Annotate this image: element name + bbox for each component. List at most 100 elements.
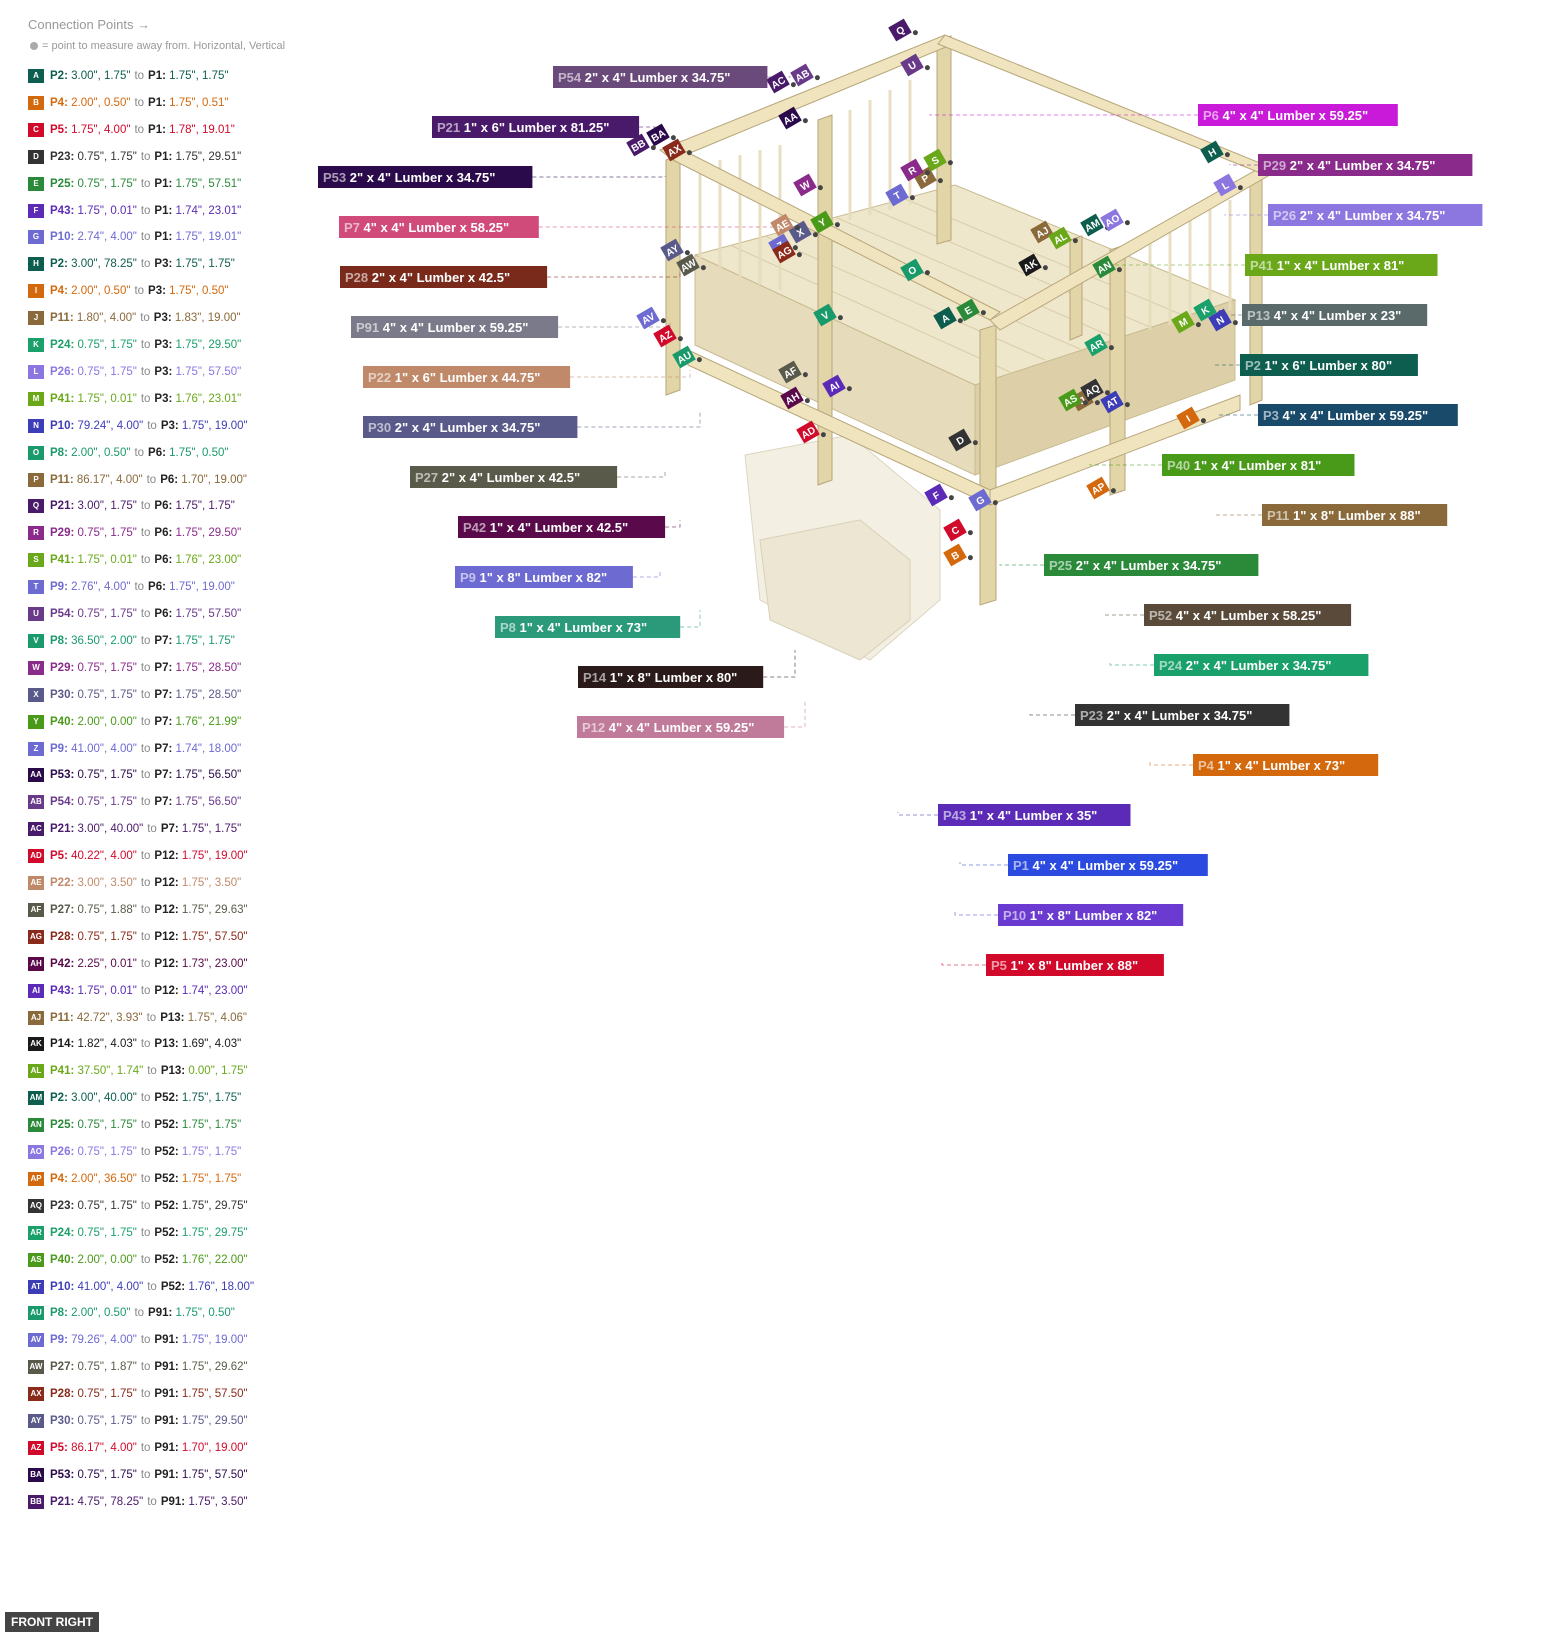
to-part: P6: — [154, 527, 173, 540]
part-label-bg — [318, 166, 533, 188]
part-label-p53: P53 2" x 4" Lumber x 34.75" — [318, 166, 533, 188]
part-label-text: P53 2" x 4" Lumber x 34.75" — [323, 170, 495, 185]
part-id: P2 — [1245, 358, 1265, 373]
from-part: P27: — [50, 903, 75, 916]
connection-badge: AH — [28, 956, 44, 971]
part-label-bg — [495, 616, 681, 638]
part-desc: 2" x 4" Lumber x 34.75" — [395, 420, 541, 435]
diagram-badge-ag: AG — [772, 240, 802, 264]
part-label-text: P42 1" x 4" Lumber x 42.5" — [463, 520, 628, 535]
to-part: P12: — [154, 984, 179, 997]
part-label-p28: P28 2" x 4" Lumber x 42.5" — [340, 266, 548, 288]
measure-point-dot-icon — [804, 398, 810, 404]
to-value: 1.75", 29.62" — [181, 1361, 248, 1374]
part-label-bg — [1154, 654, 1369, 676]
measure-point-dot-icon — [700, 265, 706, 271]
diagram-badge-v: V — [813, 303, 843, 327]
part-label-p30: P30 2" x 4" Lumber x 34.75" — [363, 416, 578, 438]
part-label-text: P43 1" x 4" Lumber x 35" — [943, 808, 1097, 823]
part-label-text: P29 2" x 4" Lumber x 34.75" — [1263, 158, 1435, 173]
diagram-badge-aq: AQ — [1080, 378, 1110, 402]
from-part: P41: — [50, 392, 75, 405]
part-label-p42: P42 1" x 4" Lumber x 42.5" — [458, 516, 666, 538]
measure-point-dot-icon — [30, 42, 38, 51]
part-desc: 1" x 4" Lumber x 42.5" — [490, 520, 628, 535]
to-value: 1.75", 1.75" — [181, 1092, 242, 1105]
part-id: P12 — [582, 720, 609, 735]
diagram-badge-bg — [778, 360, 802, 384]
connection-badge: B — [28, 95, 44, 110]
diagram-badge-code: B — [950, 550, 962, 563]
diagram-badge-o: O — [900, 258, 930, 282]
diagram-badge-bg — [1030, 220, 1054, 244]
from-value: 0.75", 1.75" — [77, 527, 137, 540]
to-part: P12: — [154, 850, 179, 863]
from-value: 36.50", 2.00" — [71, 634, 137, 647]
measure-point-dot-icon — [924, 270, 930, 276]
part-label-text: P52 4" x 4" Lumber x 58.25" — [1149, 608, 1321, 623]
measure-point-dot-icon — [1104, 390, 1110, 396]
from-value: 79.26", 4.00" — [71, 1334, 137, 1347]
connection-badge: T — [28, 580, 44, 595]
part-id: P24 — [1159, 658, 1186, 673]
part-label-bg — [1268, 204, 1483, 226]
diagram-badge-bg — [943, 518, 967, 542]
diagram-badge-az: AZ — [653, 324, 683, 348]
connection-badges: ABCDEFGHIJKLMNOPQRSTUVWXYZAAABACADAEAFAG… — [626, 18, 1243, 567]
from-value: 1.75", 0.01" — [77, 204, 137, 217]
to-word: to — [140, 1092, 151, 1105]
part-label-text: P1 4" x 4" Lumber x 59.25" — [1013, 858, 1178, 873]
to-value: 1.75", 57.50" — [181, 1468, 248, 1481]
leader-line — [617, 470, 666, 478]
to-value: 1.75", 57.50" — [181, 930, 248, 943]
diagram-badge-bg — [924, 483, 948, 507]
to-part: P1: — [148, 96, 166, 109]
leader-line — [999, 564, 1044, 566]
diagram-badge-ae: AE — [770, 213, 800, 237]
part-desc: 1" x 4" Lumber x 73" — [520, 620, 648, 635]
from-part: P4: — [50, 96, 68, 109]
part-label-text: P11 1" x 8" Lumber x 88" — [1267, 508, 1421, 523]
measure-point-dot-icon — [817, 185, 823, 191]
from-value: 1.75", 0.01" — [77, 554, 137, 567]
to-word: to — [146, 1011, 157, 1024]
connection-badge: AM — [28, 1091, 44, 1106]
from-value: 0.75", 1.75" — [77, 796, 137, 809]
to-word: to — [140, 850, 151, 863]
connection-points-title: Connection Points → — [28, 17, 151, 32]
part-label-p23: P23 2" x 4" Lumber x 34.75" — [1075, 704, 1290, 726]
diagram-badge-bg — [1100, 208, 1124, 232]
part-id: P26 — [1273, 208, 1300, 223]
to-part: P52: — [154, 1226, 179, 1239]
to-value: 1.78", 19.01" — [169, 123, 235, 136]
part-desc: 1" x 6" Lumber x 80" — [1265, 358, 1393, 373]
from-part: P10: — [50, 1280, 75, 1293]
part-label-p6: P6 4" x 4" Lumber x 59.25" — [1198, 104, 1398, 126]
part-desc: 1" x 8" Lumber x 82" — [480, 570, 608, 585]
measure-point-dot-icon — [1082, 400, 1088, 406]
to-word: to — [140, 742, 151, 755]
part-desc: 4" x 4" Lumber x 58.25" — [364, 220, 510, 235]
connection-badge: AU — [28, 1306, 44, 1321]
part-id: P22 — [368, 370, 395, 385]
to-word: to — [147, 1495, 157, 1508]
